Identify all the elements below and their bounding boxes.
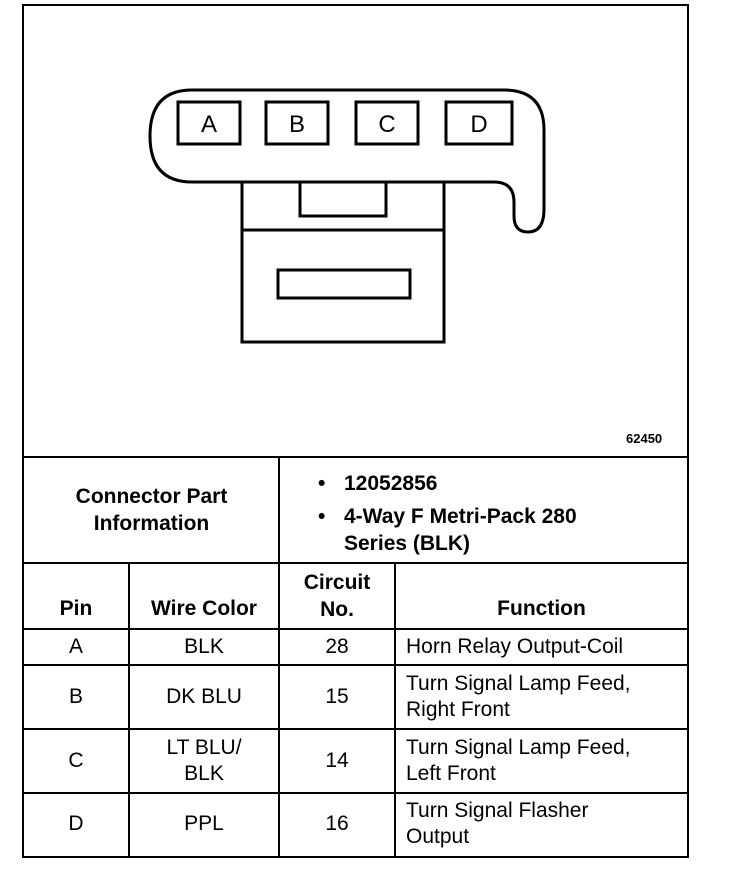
info-label-line1: Connector Part xyxy=(75,485,228,508)
divider-row-b-c xyxy=(22,728,687,730)
function-line1: Turn Signal Lamp Feed, xyxy=(406,736,631,759)
cell-wire-color: DK BLU xyxy=(166,685,242,708)
divider-info-headers xyxy=(22,562,687,564)
cell-pin: A xyxy=(68,635,83,658)
function-line1: Turn Signal Lamp Feed, xyxy=(406,672,631,695)
bullet-icon: • xyxy=(318,472,326,495)
figure-number: 62450 xyxy=(626,431,663,446)
cell-circuit: 15 xyxy=(325,685,349,708)
connector-part-info-label: Connector Part Information xyxy=(24,458,279,562)
connector-body-outline xyxy=(148,88,546,234)
divider-header-row-a xyxy=(22,628,687,630)
info-item-line2: Series (BLK) xyxy=(344,532,471,555)
divider-wire-column xyxy=(278,562,280,856)
cell-circuit: 28 xyxy=(325,635,349,658)
info-label-line2: Information xyxy=(93,512,210,535)
function-line2: Output xyxy=(406,825,470,848)
cell-function: Turn Signal Flasher Output xyxy=(406,794,686,854)
cell-pin: D xyxy=(68,812,84,835)
cell-wire-color: LT BLU/ BLK xyxy=(130,730,278,792)
header-circuit-line1: Circuit xyxy=(303,571,371,594)
divider-diagram-table xyxy=(22,456,687,458)
connector-diagram: A B C D xyxy=(148,88,546,344)
bullet-icon: • xyxy=(318,505,326,528)
divider-pin-column xyxy=(128,562,130,856)
pin-label-d: D xyxy=(470,111,487,138)
function-line1: Turn Signal Flasher xyxy=(406,799,589,822)
cell-wire-color: PPL xyxy=(184,812,224,835)
document-frame xyxy=(22,4,689,858)
divider-row-a-b xyxy=(22,664,687,666)
divider-row-c-d xyxy=(22,792,687,794)
pin-label-b: B xyxy=(289,111,305,138)
pin-box-c xyxy=(354,100,420,146)
divider-info-column xyxy=(278,456,280,564)
cell-function: Horn Relay Output-Coil xyxy=(406,635,624,658)
pin-label-c: C xyxy=(378,111,395,138)
connector-neck xyxy=(240,182,446,230)
cell-circuit: 14 xyxy=(325,749,349,772)
pin-label-a: A xyxy=(201,111,217,138)
cell-circuit: 16 xyxy=(325,812,349,835)
cell-function: Turn Signal Lamp Feed, Left Front xyxy=(406,730,686,792)
info-item: • 4-Way F Metri-Pack 280 Series (BLK) xyxy=(318,503,678,557)
header-circuit-line2: No. xyxy=(320,598,354,621)
pin-box-a xyxy=(176,100,242,146)
header-function: Function xyxy=(497,597,586,620)
wire-line1: LT BLU/ xyxy=(166,736,242,759)
connector-lower-housing xyxy=(240,228,446,344)
locking-tab xyxy=(298,180,388,218)
divider-circuit-column xyxy=(394,562,396,856)
function-line2: Right Front xyxy=(406,698,510,721)
pin-box-b xyxy=(264,100,330,146)
housing-slot xyxy=(276,268,412,300)
header-wire-color: Wire Color xyxy=(151,597,257,620)
cell-pin: C xyxy=(68,749,84,772)
function-line2: Left Front xyxy=(406,762,496,785)
cell-function: Turn Signal Lamp Feed, Right Front xyxy=(406,666,686,728)
connector-part-info-list: • 12052856 • 4-Way F Metri-Pack 280 Seri… xyxy=(318,470,678,563)
cell-pin: B xyxy=(68,685,83,708)
header-pin: Pin xyxy=(59,597,93,620)
info-item-line1: 12052856 xyxy=(344,472,438,495)
header-circuit-no: Circuit No. xyxy=(280,564,394,628)
wire-line2: BLK xyxy=(184,762,224,785)
info-item-line1: 4-Way F Metri-Pack 280 xyxy=(344,505,577,528)
pin-box-d xyxy=(444,100,514,146)
info-item: • 12052856 xyxy=(318,470,678,497)
cell-wire-color: BLK xyxy=(184,635,224,658)
